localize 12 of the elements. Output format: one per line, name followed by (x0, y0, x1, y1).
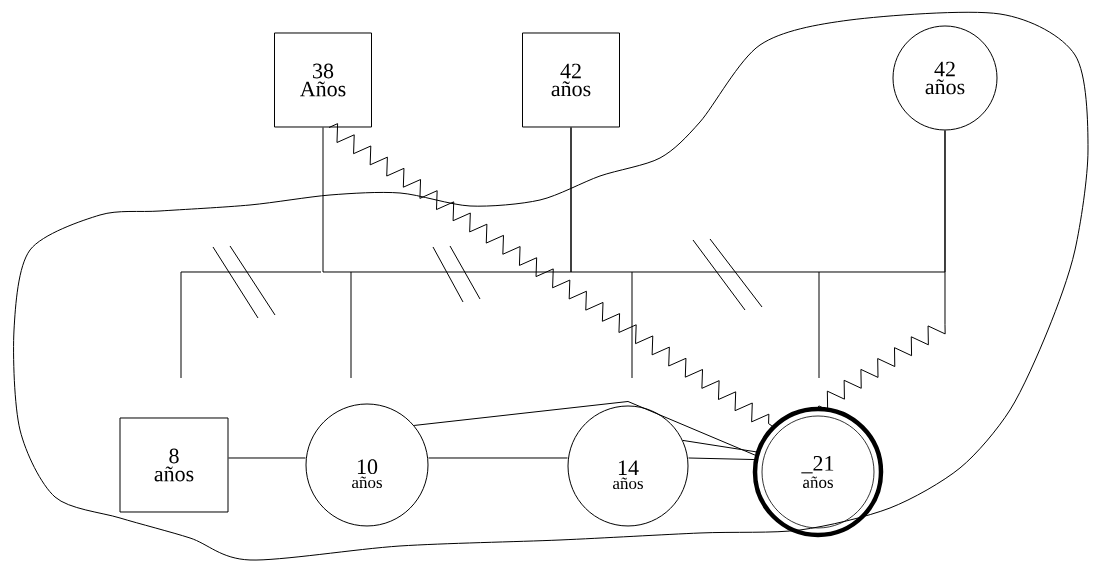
partner-line (570, 127, 946, 273)
relation-line (413, 401, 756, 456)
relation-line (428, 457, 568, 459)
relation-line (682, 439, 757, 453)
conflict-line (817, 130, 946, 411)
person-square: 38 Años (274, 32, 372, 128)
relation-line (228, 457, 306, 459)
partner-line (322, 127, 572, 273)
person-square: 42 años (522, 32, 620, 128)
relation-line (688, 457, 755, 461)
person-square: 8 años (119, 417, 229, 513)
conflict-line (328, 123, 773, 427)
